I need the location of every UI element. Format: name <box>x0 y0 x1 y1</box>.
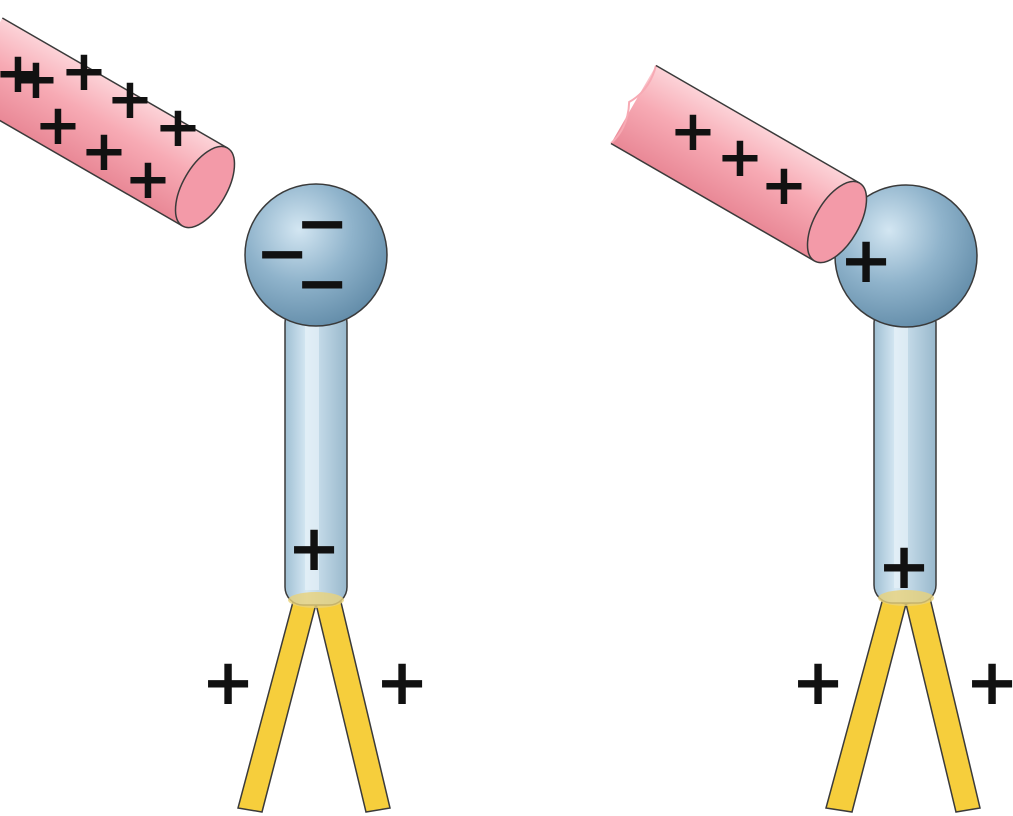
rod-charge: + <box>670 99 717 164</box>
rod-charge: + <box>35 93 82 158</box>
leaf-right-charge: + <box>965 646 1013 720</box>
rod-charge: + <box>107 67 154 132</box>
sphere-charge: − <box>255 217 309 291</box>
panel-right: + + + + + + + <box>610 64 1013 813</box>
rod-end <box>806 180 868 264</box>
rod-charge: + <box>61 39 108 104</box>
electroscope-stem <box>284 304 348 608</box>
sphere-charges: + <box>839 224 893 298</box>
sphere-charge: − <box>295 247 349 321</box>
panel-left: + + + + + + + + − − − + + + <box>0 17 429 813</box>
rod-charges: + + + <box>670 99 808 218</box>
rod-charge: + <box>0 41 41 106</box>
stem-charge: + <box>287 512 341 586</box>
rod-charges: + + + + + + + + <box>0 39 201 212</box>
rod-charge: + <box>717 125 764 190</box>
charged-rod <box>0 17 236 229</box>
sphere-charges: − − − <box>255 187 349 321</box>
charged-rod <box>610 64 868 264</box>
leaf-left-charge: + <box>791 646 845 720</box>
leaf-right-charge: + <box>375 646 429 720</box>
electroscope-leaves <box>825 597 981 813</box>
rod-charge: + <box>13 47 60 112</box>
electroscope-sphere <box>244 183 388 327</box>
sphere-charge: − <box>295 187 349 261</box>
rod-charge: + <box>81 119 128 184</box>
rod-charge: + <box>155 95 202 160</box>
leaf-left-charge: + <box>201 646 255 720</box>
electroscope-stem <box>873 304 937 606</box>
rod-end <box>174 145 236 229</box>
electroscope-leaves <box>237 597 391 813</box>
sphere-charge: + <box>839 224 893 298</box>
stem-charge: + <box>877 530 931 604</box>
rod-charge: + <box>761 153 808 218</box>
rod-charge: + <box>125 147 172 212</box>
